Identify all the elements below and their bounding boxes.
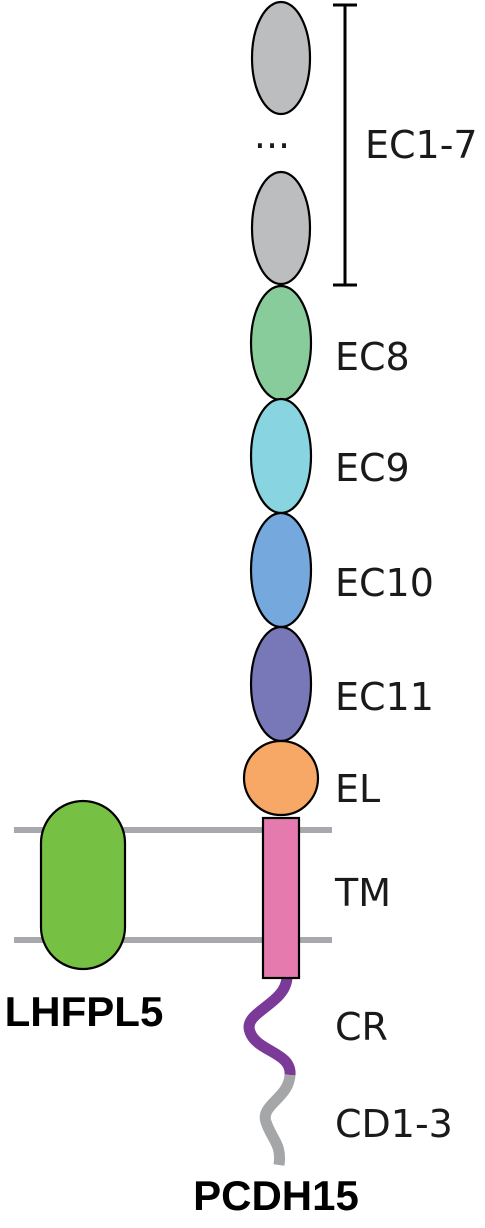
pcdh15-label: PCDH15: [193, 1172, 359, 1219]
ec7-domain-ellipse: [250, 170, 312, 286]
lhfpl5-label: LHFPL5: [5, 988, 164, 1035]
ec11-label: EC11: [335, 675, 434, 719]
ec1-domain-ellipse: [250, 0, 312, 116]
cd1-3-region-line: [259, 1074, 296, 1166]
ec9-domain-ellipse: [249, 397, 313, 515]
tm-domain-rect: [261, 816, 301, 980]
el-domain-circle: [242, 739, 320, 817]
ec11-domain-ellipse: [249, 625, 313, 743]
cr-label: CR: [335, 1005, 388, 1049]
ec1-7-label: EC1-7: [365, 123, 478, 167]
cr-region-line: [243, 976, 296, 1076]
ellipsis-text: ...: [254, 113, 290, 157]
ec8-label: EC8: [335, 335, 410, 379]
ec10-domain-ellipse: [249, 511, 313, 629]
ec8-domain-ellipse: [249, 284, 313, 402]
ec9-label: EC9: [335, 446, 410, 490]
el-label: EL: [335, 767, 380, 811]
cd1-3-label: CD1-3: [335, 1102, 453, 1146]
ec10-label: EC10: [335, 561, 434, 605]
tm-label: TM: [334, 871, 391, 915]
lhfpl5-shape: [39, 799, 127, 971]
